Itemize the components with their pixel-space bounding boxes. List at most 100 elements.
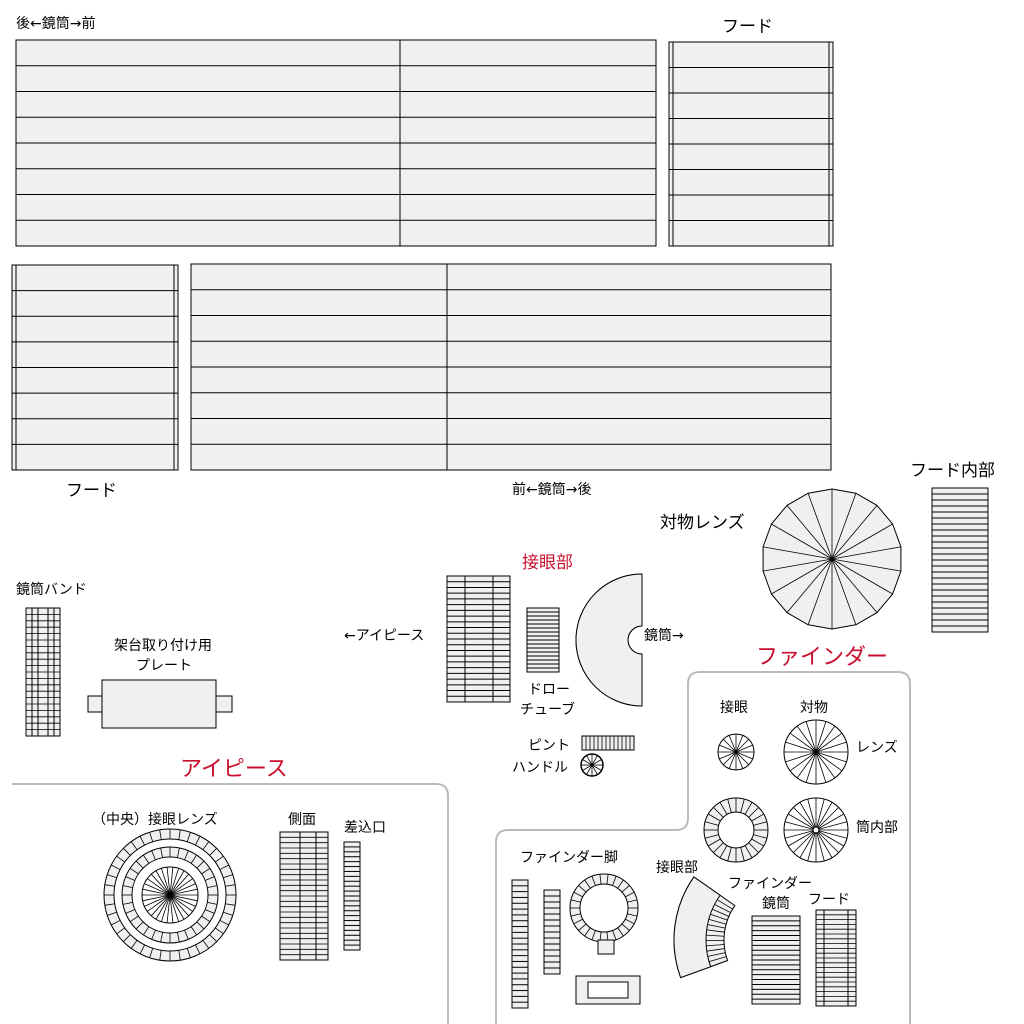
lens-ray [785,751,817,763]
ring-seg [570,899,581,903]
lens-ray [786,558,833,613]
ring-seg [104,903,115,906]
lens-ray [169,888,198,896]
ring-seg [177,932,180,943]
lens-ray [796,725,817,753]
label-eyepiece-part: 接眼部 [522,553,573,573]
label-focus-1: ピント [528,738,570,754]
ring-seg [209,848,217,856]
ring-seg [116,855,125,863]
lens-ray [169,873,190,896]
ring-seg [139,836,145,846]
lens-ray [831,558,893,595]
ring-seg [204,909,215,914]
ring-seg [129,868,139,875]
lens-ray [799,802,817,831]
ring-seg [135,921,144,930]
lens-ray [591,764,598,775]
ring-seg [201,868,211,875]
barrel-mid-panel [190,263,832,471]
label-finder-obj: 対物 [800,700,828,716]
ring-seg [727,798,732,813]
ring-seg [135,860,144,869]
ring-seg [727,847,732,862]
lens-ray [728,751,737,769]
lens-ray [784,829,817,839]
label-to-barrel: 鏡筒→ [644,627,684,644]
ring-seg [219,864,229,870]
lens-ray [815,751,843,772]
ring-seg [195,836,201,846]
lens-ray [144,883,171,896]
ring-seg [617,927,624,937]
ring-seg [627,913,638,917]
lens-ray [831,558,878,613]
lens-ray [807,493,833,560]
lens-ray [728,735,737,753]
label-draw-tube-1: ドロー [528,682,570,698]
ring-seg [215,927,224,935]
lens-ray [169,894,185,920]
lens-ray [789,732,817,753]
ring-seg [178,829,181,840]
ring-seg [578,885,587,893]
lens-ray [735,735,744,753]
label-finder-barrel-1: ファインダー [728,876,812,892]
ring-seg [209,934,217,942]
lens-ray [166,867,171,896]
label-to-eyepiece: ←アイピース [344,628,424,644]
ring-seg [202,940,210,949]
lens-ray [582,764,593,771]
lens-ray [722,751,737,766]
ring-seg [129,915,139,922]
ring-seg [204,876,215,881]
lens-ray [815,732,843,753]
finder-eye-ring-inner [717,811,755,849]
lens-ray [815,751,847,763]
lens-ray [784,821,817,831]
lens-ray [142,888,171,896]
lens-ray [815,807,839,831]
label-center-lens: （中央）接眼レンズ [92,811,218,828]
lens-ray [831,505,878,560]
label-hood-top: フード [722,17,773,37]
ring-seg [612,876,617,886]
lens-ray [815,741,847,753]
finder-leg-base [575,975,641,1005]
ring-seg [719,845,728,858]
lens-ray [805,721,817,753]
lens-ray [815,829,839,853]
label-finder-lens: レンズ [856,740,898,756]
ring-seg [751,813,764,822]
ring-seg [219,920,229,926]
lens-ray [142,894,171,902]
lens-ray [831,493,857,560]
label-insert: 差込口 [344,820,386,836]
ring-seg [195,944,201,954]
ring-seg [122,902,133,905]
lens-ray [815,798,825,831]
label-finder-barrel-2: 鏡筒 [762,895,790,912]
ring-seg [207,902,218,905]
lens-ray [815,813,844,831]
ring-seg [190,854,197,864]
lens-ray [807,829,817,862]
ring-seg [159,950,162,961]
lens-ray [815,829,833,858]
lens-ray [169,894,193,912]
ring-seg [143,926,150,936]
ring-seg [159,829,162,840]
label-finder-eye: 接眼 [720,699,748,716]
lens-ray [719,751,737,760]
ring-seg [740,798,745,813]
ring-seg [215,855,224,863]
lens-ray [788,829,817,847]
lens-ray [771,523,833,560]
lens-ray [169,894,174,923]
lens-ray [169,883,196,896]
ring-seg [713,807,724,818]
lens-ray [831,558,857,625]
lens-ray [788,813,817,831]
ring-seg [584,927,591,937]
